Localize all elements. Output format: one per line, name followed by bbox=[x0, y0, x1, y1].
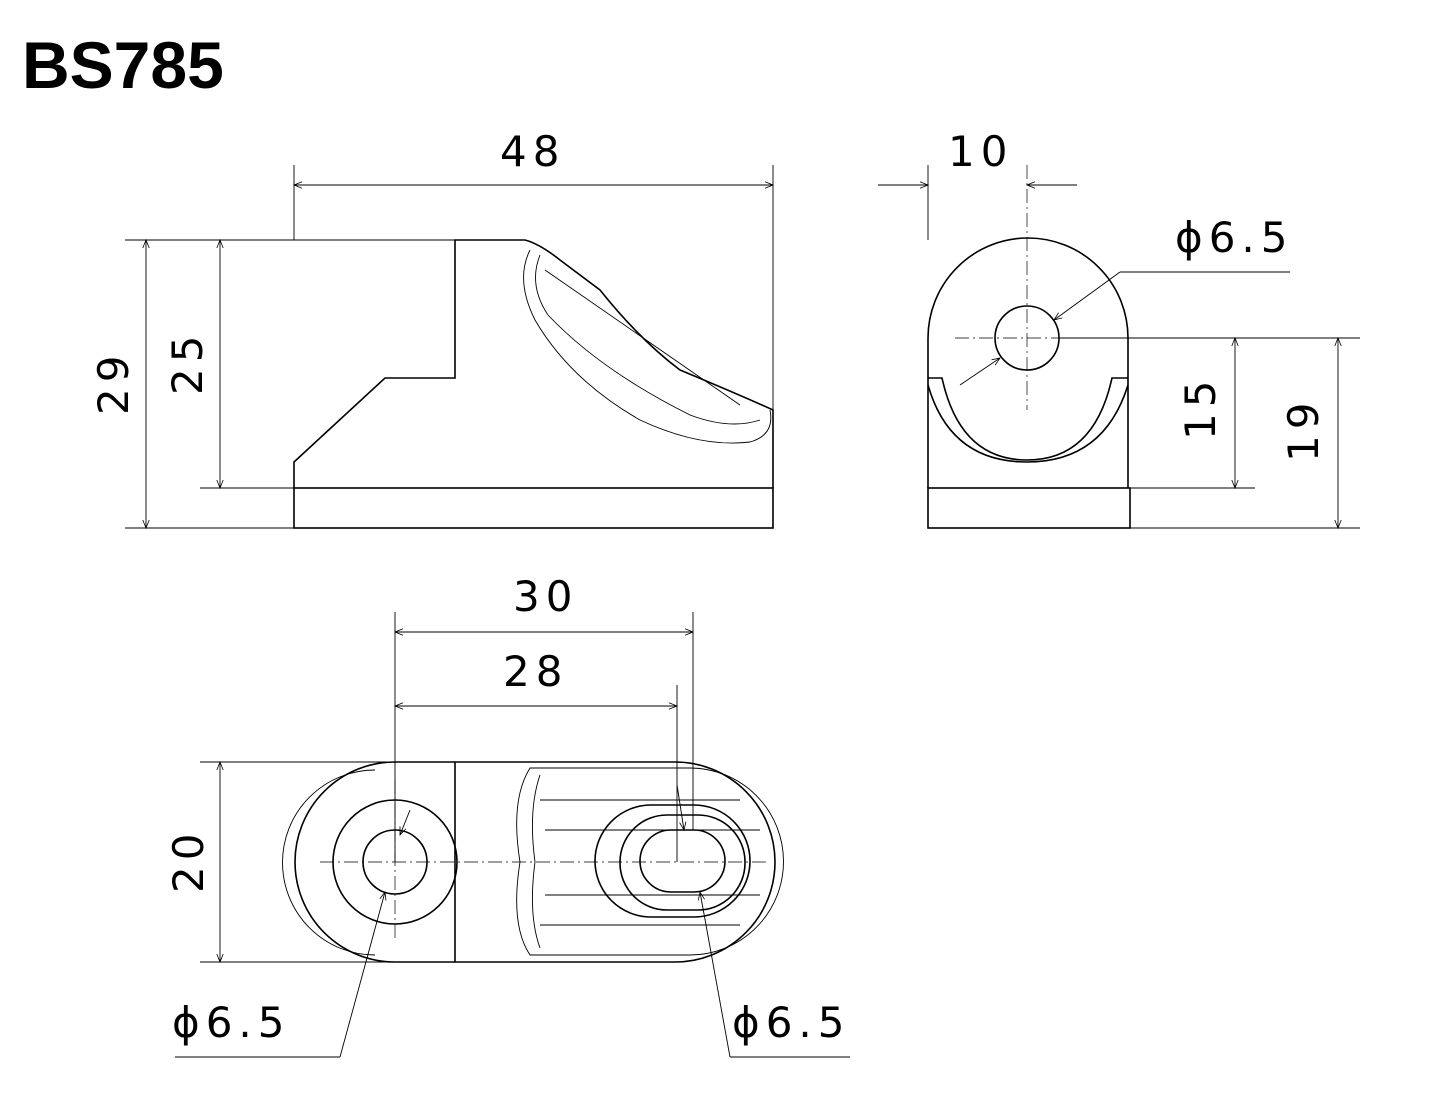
dim-height-15: 15 bbox=[1176, 375, 1225, 440]
dim-right-hole-diameter: ϕ6.5 bbox=[732, 998, 851, 1047]
dim-width-48: 48 bbox=[500, 127, 565, 176]
dim-width-20: 20 bbox=[164, 828, 213, 893]
front-view: 48 29 25 bbox=[89, 127, 775, 530]
side-view: 10 ϕ6.5 15 19 bbox=[878, 127, 1360, 530]
dim-left-hole-diameter: ϕ6.5 bbox=[172, 998, 291, 1047]
dim-offset-10: 10 bbox=[948, 127, 1013, 176]
dim-height-25: 25 bbox=[163, 330, 212, 395]
dim-spacing-30: 30 bbox=[513, 572, 578, 621]
part-number-title: BS785 bbox=[22, 28, 224, 102]
dim-height-29: 29 bbox=[89, 350, 138, 415]
dim-height-19: 19 bbox=[1279, 397, 1328, 462]
dim-spacing-28: 28 bbox=[503, 647, 568, 696]
dim-hole-diameter: ϕ6.5 bbox=[1175, 213, 1294, 262]
bottom-view: 30 28 20 ϕ6.5 ϕ6.5 bbox=[164, 572, 851, 1058]
